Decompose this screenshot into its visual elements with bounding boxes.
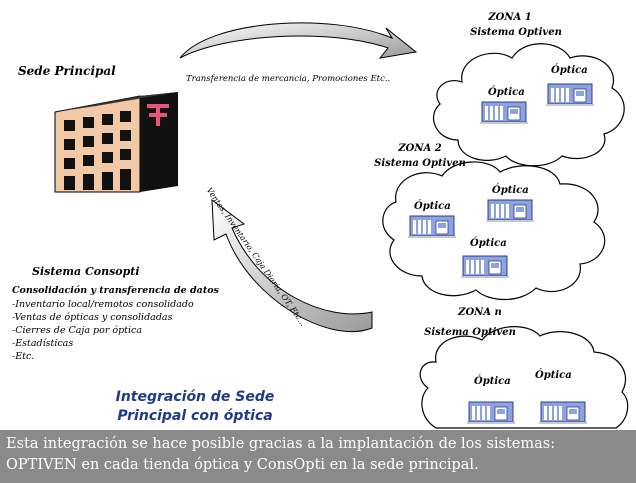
consopti-subtitle: Consolidación y transferencia de datos [12,285,219,296]
zone-2-store-icon-2 [485,199,535,223]
list-item: -Cierres de Caja por óptica [12,325,143,336]
zone-1-store-icon-1 [479,101,529,125]
zone-1-cloud [432,43,625,167]
footer-caption: Esta integración se hace posible gracias… [0,430,636,483]
transfer-arrow-top [179,22,418,59]
footer-line-2: OPTIVEN en cada tienda óptica y ConsOpti… [6,457,479,473]
zone-2-store-icon-1 [407,215,457,239]
zone-n-cloud [419,326,629,429]
arrow-top-label: Transferencia de mercancía, Promociones … [186,74,391,84]
zone-1-store-label-2: Óptica [551,65,588,76]
list-item: -Estadísticas [12,338,74,349]
integracion-title: Integración de Sede Principal con óptica [115,389,275,424]
zone-2-system: Sistema Optiven [374,158,466,169]
zone-n-name: ZONA n [458,307,502,318]
zone-n-store-label-2: Óptica [535,370,572,381]
consopti-title: Sistema Consopti [32,265,140,278]
list-item: -Inventario local/remotos consolidado [12,299,194,310]
zone-n-store-label-1: Óptica [474,376,511,387]
zone-n-store-icon-2 [538,401,588,425]
sede-principal-title: Sede Principal [18,64,116,78]
zone-n-store-icon-1 [466,401,516,425]
headquarters-building-icon [54,92,178,193]
zone-1-store-label-1: Óptica [488,87,525,98]
list-item: -Ventas de ópticas y consolidadas [12,312,173,323]
zone-2-name: ZONA 2 [398,143,442,154]
zone-n-system: Sistema Optiven [424,327,516,338]
zone-2-store-label-1: Óptica [414,201,451,212]
zone-1-name: ZONA 1 [488,12,532,23]
zone-2-cloud [382,161,606,300]
transfer-arrow-bottom [211,198,373,333]
consopti-list: -Inventario local/remotos consolidado -V… [12,298,194,363]
zone-2-store-label-3: Óptica [470,238,507,249]
zone-1-store-icon-2 [545,83,595,107]
footer-line-1: Esta integración se hace posible gracias… [6,436,556,452]
list-item: -Etc. [12,351,35,362]
zone-1-system: Sistema Optiven [470,27,562,38]
zone-2-store-icon-3 [460,255,510,279]
zone-2-store-label-2: Óptica [492,185,529,196]
